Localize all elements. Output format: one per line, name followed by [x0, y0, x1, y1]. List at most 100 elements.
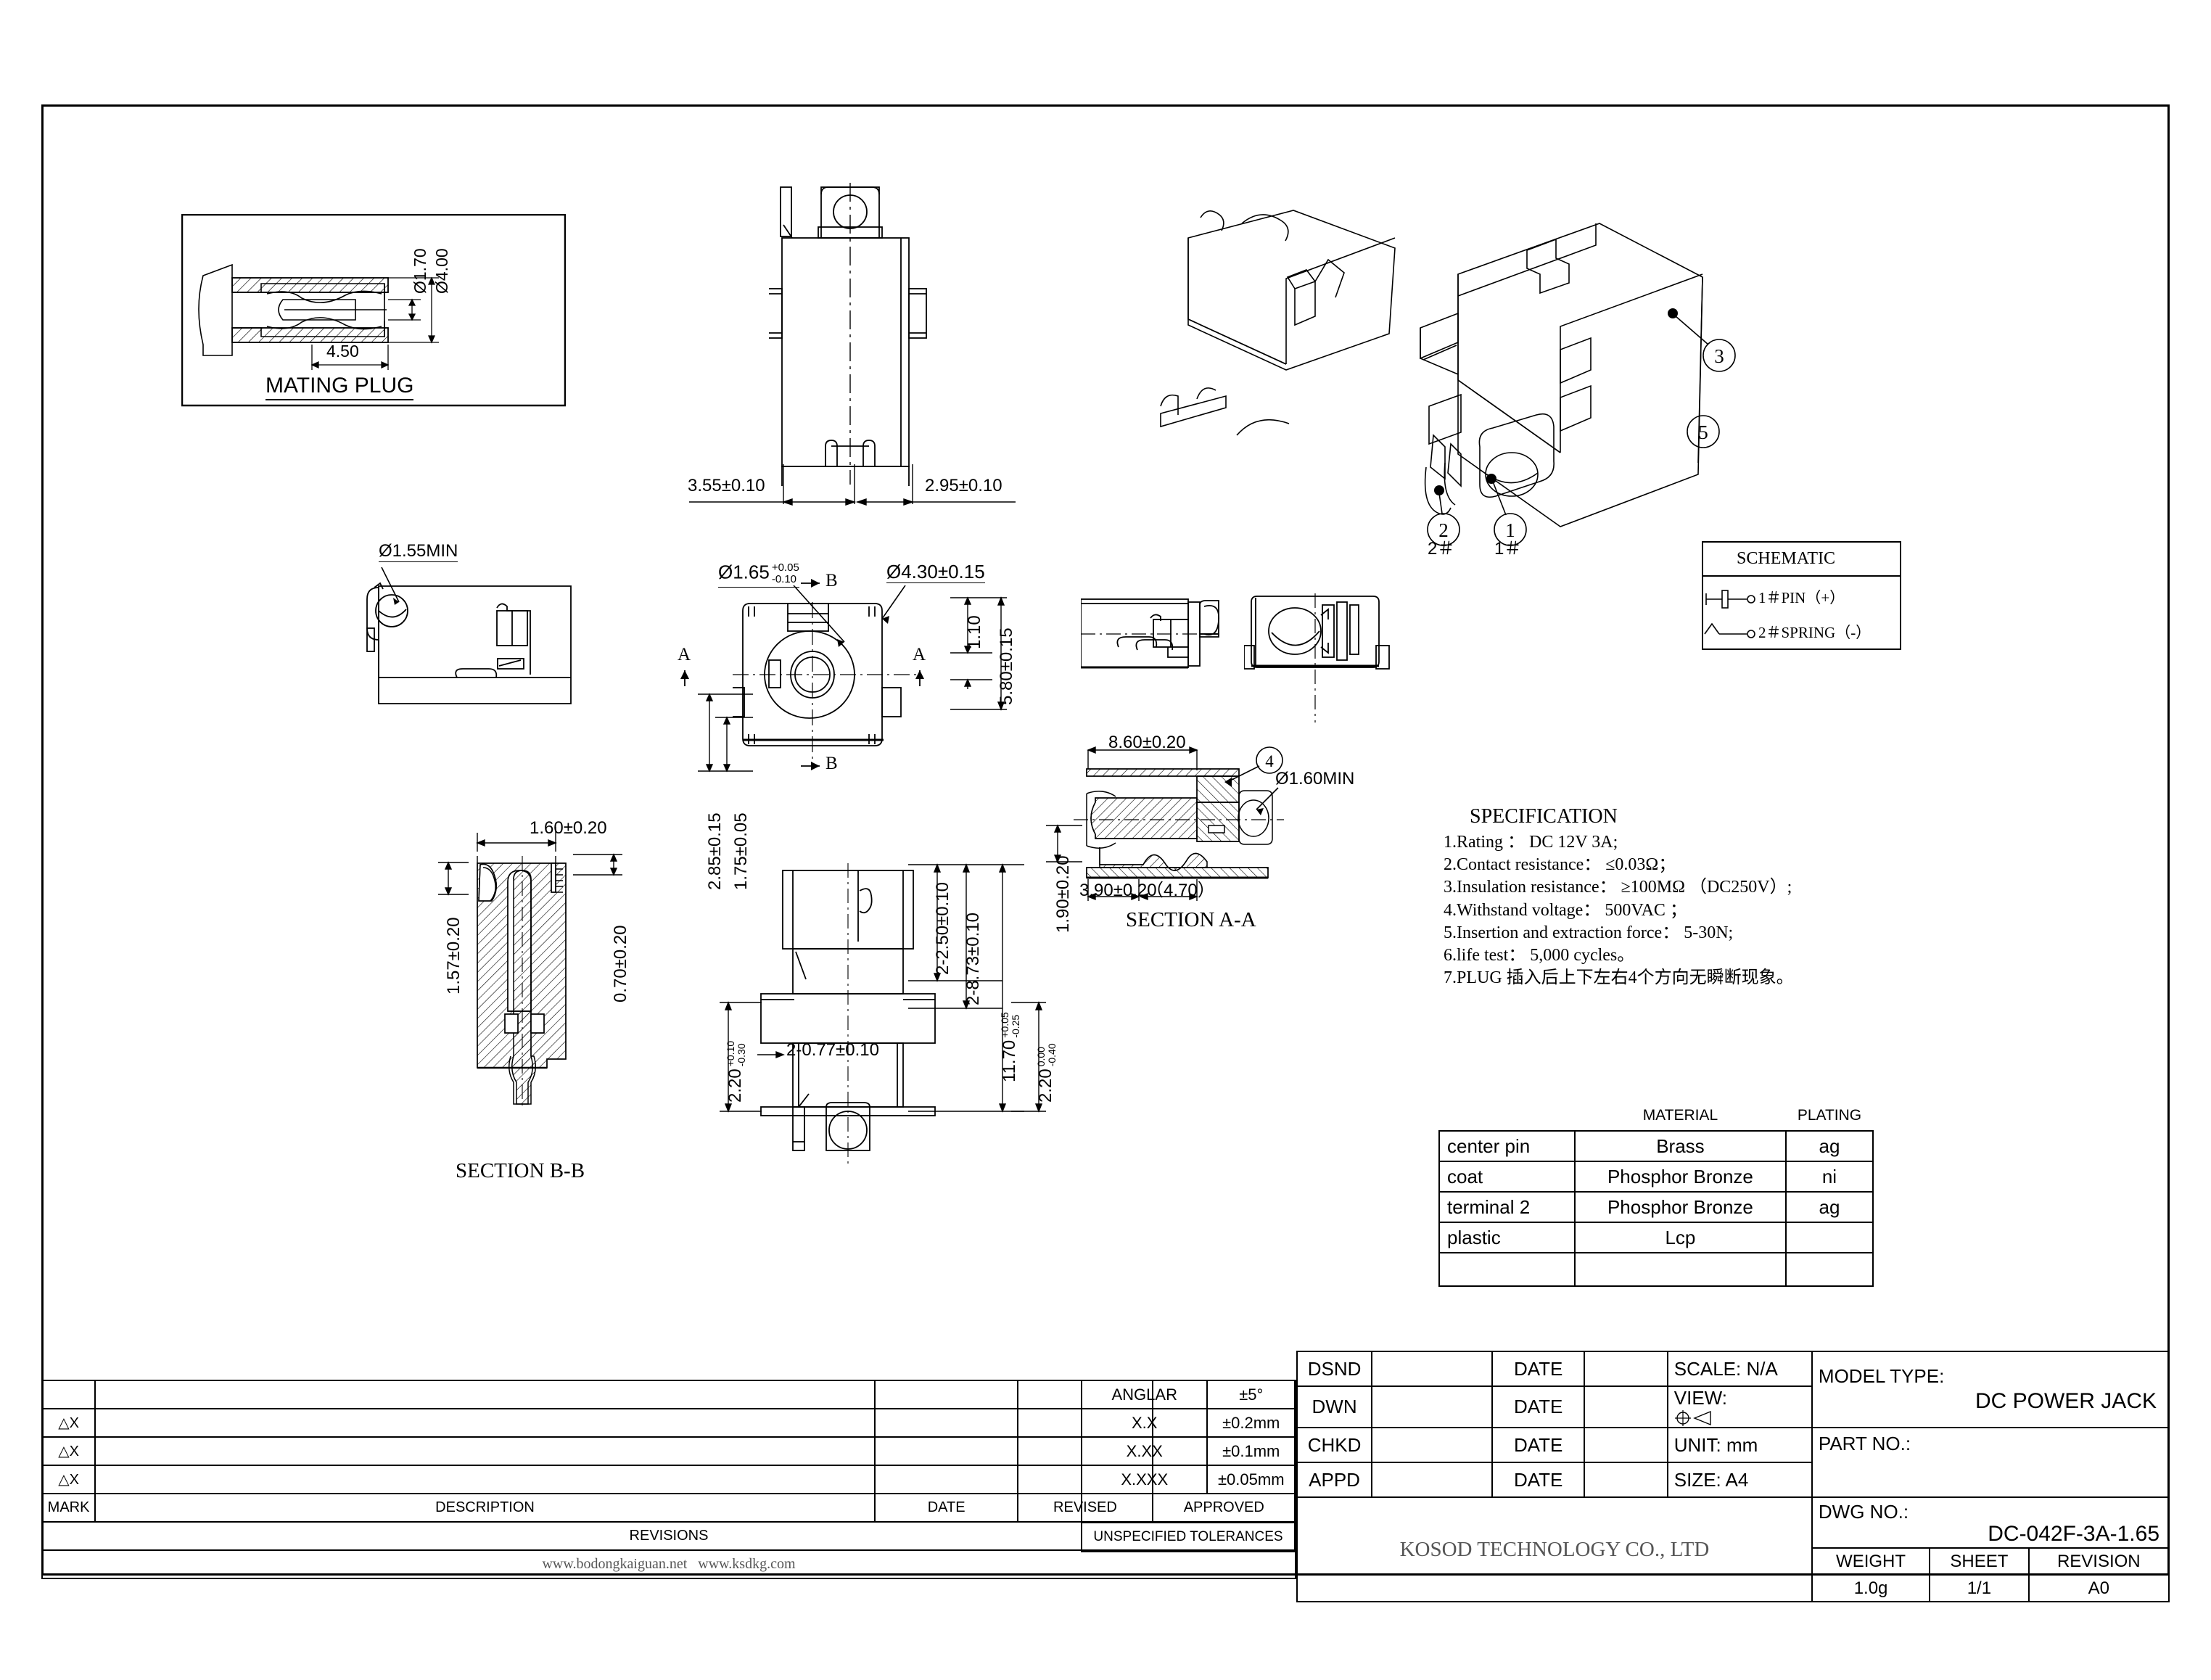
- tol-value-3: ±0.05mm: [1206, 1465, 1296, 1494]
- svg-text:5: 5: [1698, 421, 1708, 443]
- weight-sheet-revision-cell: WEIGHT SHEET REVISION 1.0g 1/1 A0: [1811, 1547, 2170, 1602]
- rev-mark-1: △X: [41, 1408, 96, 1438]
- name-dsnd: [1371, 1351, 1494, 1387]
- dim-aa-860: 8.60±0.20: [1108, 733, 1186, 752]
- dim-plug-depth: 4.50: [326, 342, 359, 361]
- revision-value: A0: [2027, 1574, 2168, 1601]
- material-table-row: [1438, 1252, 1874, 1287]
- material-material-4: [1573, 1252, 1787, 1287]
- dim-left-bore: Ø1.55MIN: [379, 541, 458, 562]
- bottom-view: [751, 863, 968, 1168]
- material-material-2: Phosphor Bronze: [1573, 1191, 1787, 1223]
- spec-item-5: 5.Insertion and extraction force： 5-30N;: [1444, 923, 1734, 942]
- section-b-bottom-marker: B: [798, 754, 849, 778]
- spec-item-7: 7.PLUG 插入后上下左右4个方向无瞬断现象。: [1444, 968, 1794, 988]
- bottom-view-right-220: 2.20 0.00 -0.40: [1010, 995, 1061, 1140]
- label-section-b-bottom: B: [825, 754, 838, 773]
- dim-span-873: 2-8.73±0.10: [963, 913, 983, 1005]
- date-label-dsnd: DATE: [1491, 1351, 1585, 1387]
- front-view-left-dims: 2.85±0.15 1.75±0.05: [696, 685, 754, 890]
- dim-pin-dia: Ø1.65: [718, 561, 770, 583]
- date-label-chkd: DATE: [1491, 1427, 1585, 1463]
- company-name: KOSOD TECHNOLOGY CO., LTD: [1296, 1496, 1813, 1602]
- dim-bb-157: 1.57±0.20: [444, 917, 464, 995]
- mating-plug-view: Ø1.70 Ø4.00 4.50 MATING PLUG: [181, 214, 566, 453]
- model-type-cell: MODEL TYPE: DC POWER JACK: [1811, 1351, 2170, 1428]
- dim-bb-160-group: 1.60±0.20: [448, 820, 608, 852]
- model-type-label: MODEL TYPE:: [1818, 1365, 1945, 1387]
- rev-th-date: DATE: [873, 1493, 1019, 1523]
- label-section-bb: SECTION B-B: [456, 1159, 585, 1182]
- dim-bore-dia: Ø4.30±0.15: [886, 561, 985, 583]
- spec-item-3: 3.Insulation resistance： ≥100MΩ （DC250V）…: [1444, 878, 1792, 897]
- sheet-label: SHEET: [1929, 1549, 2030, 1576]
- material-plating-1: ni: [1784, 1161, 1874, 1193]
- dim-aa-190: 1.90±0.20: [1053, 855, 1073, 933]
- dim-bb-070-group: 0.70±0.20: [573, 846, 638, 1002]
- material-th-part: [1439, 1101, 1575, 1132]
- section-bb-view: 1.60±0.20 1.57±0.20: [438, 820, 630, 1182]
- tol-name-2: X.XX: [1080, 1436, 1209, 1466]
- dim-spring-dia: Ø1.60MIN: [1275, 769, 1355, 788]
- label-mating-plug: MATING PLUG: [265, 375, 414, 400]
- schematic-title: SCHEMATIC: [1737, 549, 1836, 568]
- material-table-row: terminal 2 Phosphor Bronze ag: [1438, 1191, 1874, 1223]
- date-label-appd: DATE: [1491, 1462, 1585, 1498]
- titleblock-row-meta: WEIGHT SHEET REVISION 1.0g 1/1 A0: [1297, 1547, 2170, 1602]
- section-b-top-marker: B: [798, 572, 849, 593]
- tolerances-section-label: UNSPECIFIED TOLERANCES: [1081, 1522, 1296, 1552]
- meta-header-row: WEIGHT SHEET REVISION: [1812, 1549, 2168, 1576]
- front-view: B B A A: [678, 572, 926, 773]
- title-block: DSND DATE SCALE: N/A MODEL TYPE: DC POWE…: [1296, 1351, 2170, 1602]
- material-table-row: plastic Lcp: [1438, 1222, 1874, 1253]
- rear-side-view: [1244, 593, 1396, 724]
- dim-right-220-tol-upper: 0.00: [1035, 1047, 1047, 1067]
- material-table-row: coat Phosphor Bronze ni: [1438, 1161, 1874, 1193]
- name-appd: [1371, 1462, 1494, 1498]
- rev-desc-3: [94, 1465, 876, 1494]
- dim-left-220-tol-lower: -0.30: [735, 1043, 747, 1067]
- tolerances-block: ANGLAR ±5° X.X ±0.2mm X.XX ±0.1mm X.XXX …: [1080, 1380, 1296, 1552]
- material-th-plating: PLATING: [1785, 1101, 1873, 1132]
- schematic-pin1-label: 1＃PIN（+）: [1758, 589, 1845, 606]
- part-no-cell: PART NO.:: [1811, 1427, 2170, 1498]
- rev-mark-2: △X: [41, 1436, 96, 1466]
- dim-left-220: 2.20: [725, 1068, 746, 1103]
- material-plating-2: ag: [1784, 1191, 1874, 1223]
- date-value-dwn: [1583, 1385, 1668, 1428]
- isometric-view-left: [1132, 196, 1444, 450]
- tolerance-spacer: [1081, 1493, 1296, 1523]
- material-part-3: plastic: [1438, 1222, 1576, 1253]
- role-appd: APPD: [1296, 1462, 1373, 1498]
- material-plating-3: [1784, 1222, 1874, 1253]
- name-chkd: [1371, 1427, 1494, 1463]
- titleblock-row-dsnd: DSND DATE SCALE: N/A MODEL TYPE: DC POWE…: [1296, 1351, 2170, 1428]
- dim-pin-tol-lower: -0.10: [771, 572, 797, 585]
- spec-item-6: 6.life test： 5,000 cycles。: [1444, 945, 1635, 965]
- material-th-material: MATERIAL: [1574, 1101, 1786, 1132]
- watermark-row: www.bodongkaiguan.net www.ksdkg.com: [41, 1549, 1296, 1579]
- view-label: VIEW:: [1673, 1387, 1727, 1409]
- material-part-4: [1438, 1252, 1576, 1287]
- rev-desc-2: [94, 1436, 876, 1466]
- watermark-urls: www.bodongkaiguan.net www.ksdkg.com: [41, 1549, 1296, 1579]
- size-field: SIZE: A4: [1666, 1462, 1813, 1498]
- titleblock-row-chkd: CHKD DATE UNIT: mm PART NO.:: [1296, 1427, 2170, 1498]
- rev-desc-1: [94, 1408, 876, 1438]
- dim-190-group: 1.90±0.20: [1040, 820, 1084, 943]
- dim-offset-110: 1.10: [965, 615, 984, 649]
- label-section-b-top: B: [825, 571, 838, 590]
- role-dwn: DWN: [1296, 1385, 1373, 1428]
- svg-text:1: 1: [1505, 519, 1515, 541]
- dwg-no-label: DWG NO.:: [1818, 1501, 1909, 1523]
- label-section-a-right: A: [913, 645, 926, 664]
- spec-item-1: 1.Rating ： DC 12V 3A;: [1444, 833, 1618, 852]
- rev-date-3: [873, 1465, 1019, 1494]
- dim-285: 2.85±0.15: [705, 812, 725, 890]
- part-no-label: PART NO.:: [1818, 1433, 1911, 1454]
- rev-date-2: [873, 1436, 1019, 1466]
- material-plating-4: [1784, 1252, 1874, 1287]
- material-plating-0: ag: [1784, 1130, 1874, 1162]
- tolerance-section-row: UNSPECIFIED TOLERANCES: [1081, 1522, 1296, 1552]
- label-section-a-left: A: [678, 645, 691, 664]
